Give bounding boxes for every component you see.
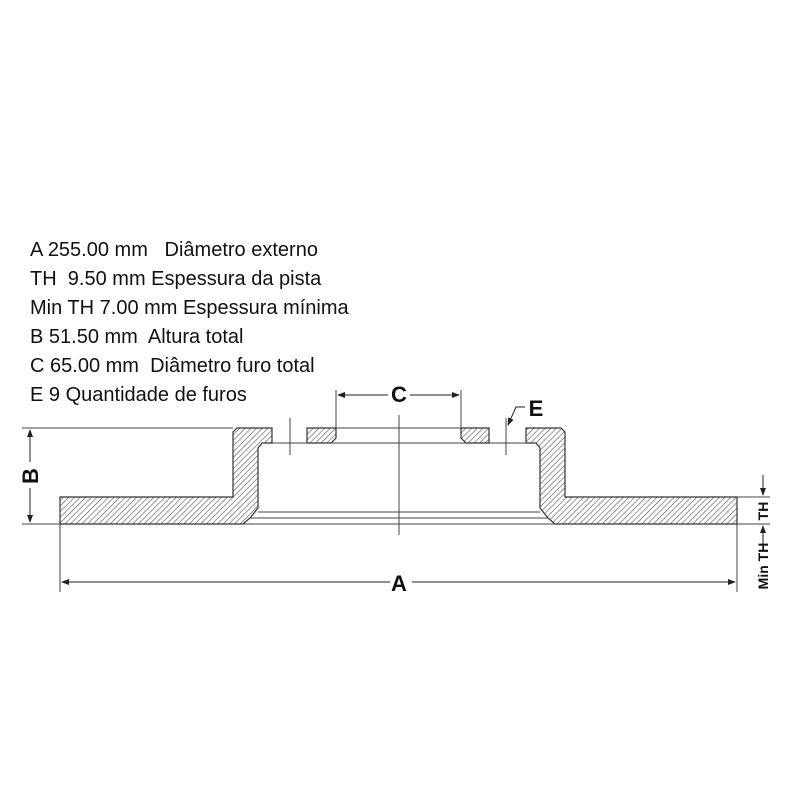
label-th: TH xyxy=(755,502,771,521)
label-e: E xyxy=(529,396,544,421)
disc-section-right xyxy=(525,427,738,525)
hub-plate-left xyxy=(306,427,337,444)
disc-section-left xyxy=(59,427,273,525)
label-min-th: Min TH xyxy=(755,543,771,590)
spec-b: B 51.50 mm Altura total xyxy=(30,326,244,348)
spec-th: TH 9.50 mm Espessura da pista xyxy=(30,268,322,290)
spec-a: A 255.00 mm Diâmetro externo xyxy=(30,239,318,261)
label-a: A xyxy=(391,571,407,596)
hub-plate-right xyxy=(460,427,490,444)
spec-c: C 65.00 mm Diâmetro furo total xyxy=(30,355,315,377)
spec-min-th: Min TH 7.00 mm Espessura mínima xyxy=(30,297,349,319)
label-b: B xyxy=(18,468,43,484)
label-c: C xyxy=(391,382,407,407)
spec-e: E 9 Quantidade de furos xyxy=(30,384,247,406)
e-leader xyxy=(507,406,525,426)
